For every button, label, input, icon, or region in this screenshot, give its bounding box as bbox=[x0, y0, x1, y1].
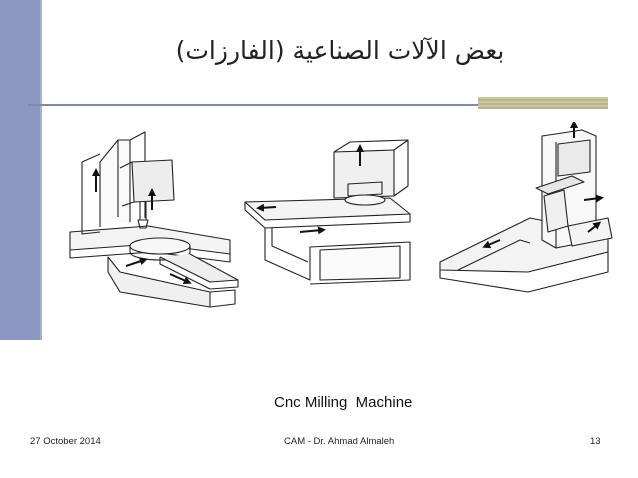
title-rule bbox=[28, 104, 608, 106]
bed-milling-machine-drawing bbox=[244, 139, 411, 285]
milling-machines-figure bbox=[69, 122, 613, 308]
vertical-milling-machine-drawing bbox=[69, 131, 239, 308]
footer-date: 27 October 2014 bbox=[30, 436, 101, 447]
left-decor-band bbox=[0, 0, 42, 340]
footer-author: CAM - Dr. Ahmad Almaleh bbox=[284, 436, 395, 447]
title-accent-bar bbox=[478, 97, 608, 109]
figure-caption: Cnc Milling Machine bbox=[274, 394, 413, 411]
horizontal-milling-machine-drawing bbox=[439, 122, 613, 293]
page-number: 13 bbox=[590, 436, 601, 447]
left-decor-band-edge bbox=[40, 0, 42, 340]
slide-title: بعض الآلات الصناعية (الفارزات) bbox=[175, 36, 505, 65]
